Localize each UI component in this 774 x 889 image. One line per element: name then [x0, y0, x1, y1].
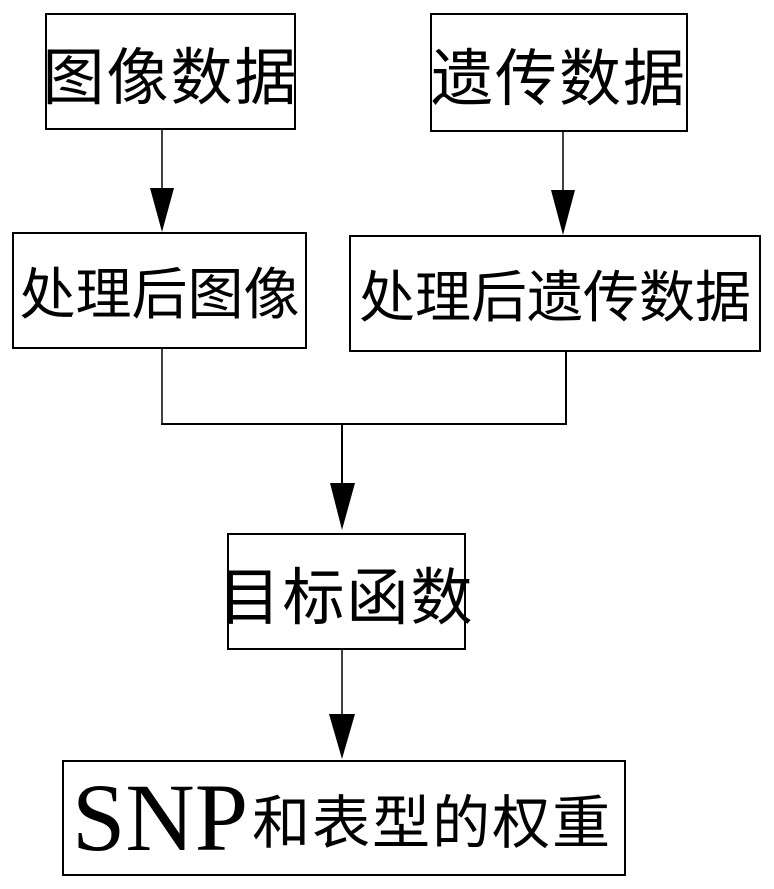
node-image-data: 图像数据: [42, 13, 299, 130]
node-processed-image: 处理后图像: [12, 232, 307, 349]
node-processed-genetic-data: 处理后遗传数据: [349, 235, 761, 352]
node-label: 处理后遗传数据: [359, 266, 751, 331]
node-label: 遗传数据: [431, 41, 688, 115]
node-objective-function: 目标函数: [219, 533, 473, 650]
node-label-snp: SNP: [72, 764, 249, 871]
node-label: 图像数据: [42, 40, 299, 114]
arrowhead-down-icon: [330, 483, 355, 530]
arrowhead-down-icon: [150, 188, 174, 232]
node-label: 处理后图像: [19, 263, 300, 328]
node-genetic-data: 遗传数据: [430, 13, 688, 132]
node-snp-phenotype-weights: SNP 和表型的权重: [62, 760, 626, 876]
arrowhead-down-icon: [551, 190, 575, 235]
arrowhead-down-icon: [329, 714, 355, 759]
node-label-weights: 和表型的权重: [252, 789, 613, 857]
node-label: 目标函数: [218, 560, 475, 634]
